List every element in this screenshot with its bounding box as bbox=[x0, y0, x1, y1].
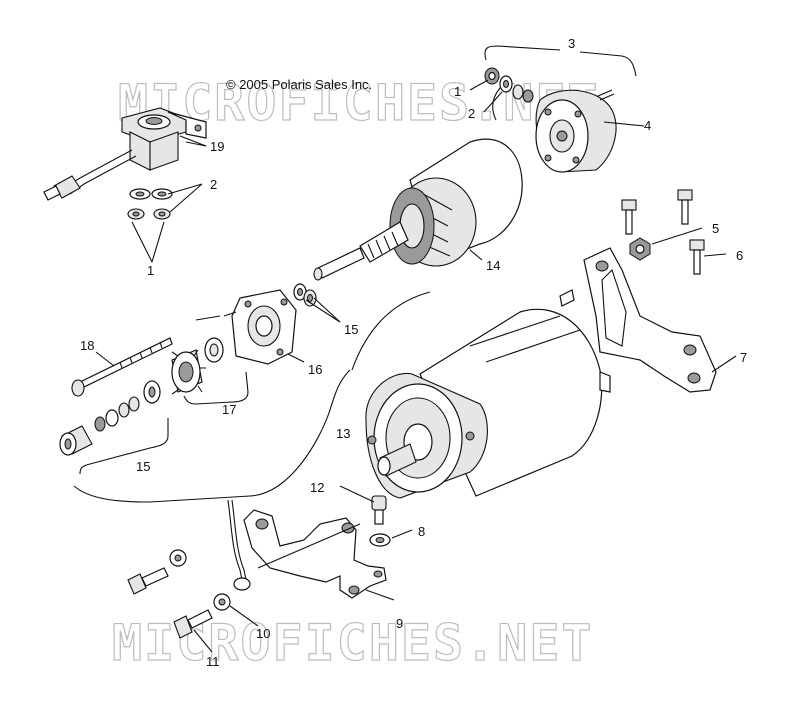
callout-17: 17 bbox=[222, 402, 236, 417]
part-18-through-bolt bbox=[71, 337, 173, 397]
part-13-starter-motor bbox=[365, 289, 611, 499]
callout-5: 5 bbox=[712, 221, 719, 236]
callout-14: 14 bbox=[486, 258, 500, 273]
part-14-armature bbox=[313, 138, 523, 281]
part-12-cap-screw bbox=[371, 495, 387, 525]
callout-3: 3 bbox=[568, 36, 575, 51]
part-15-lower-kit bbox=[59, 380, 161, 456]
callout-15-lower: 15 bbox=[136, 459, 150, 474]
part-9-lower-bracket bbox=[227, 499, 387, 599]
part-16-flange bbox=[231, 289, 297, 365]
callout-1-left: 1 bbox=[147, 263, 154, 278]
callout-6: 6 bbox=[736, 248, 743, 263]
callout-2-left: 2 bbox=[210, 177, 217, 192]
callout-8: 8 bbox=[418, 524, 425, 539]
callout-7: 7 bbox=[740, 350, 747, 365]
part-17-pinion bbox=[171, 337, 224, 395]
part-1-2-nuts-top bbox=[484, 67, 534, 121]
callout-13: 13 bbox=[336, 426, 350, 441]
group-bracket-lines bbox=[73, 45, 637, 503]
part-4-end-cover bbox=[535, 89, 617, 173]
callout-4: 4 bbox=[644, 118, 651, 133]
callout-12: 12 bbox=[310, 480, 324, 495]
part-11-bolts bbox=[127, 567, 213, 639]
callout-15-upper: 15 bbox=[344, 322, 358, 337]
copyright-notice: © 2005 Polaris Sales Inc. bbox=[226, 77, 372, 92]
part-5-nut bbox=[629, 237, 651, 261]
part-19-solenoid bbox=[43, 107, 207, 201]
callout-1-top: 1 bbox=[454, 84, 461, 99]
callout-16: 16 bbox=[308, 362, 322, 377]
callout-18: 18 bbox=[80, 338, 94, 353]
part-15-washers-upper bbox=[293, 283, 317, 307]
callout-10: 10 bbox=[256, 626, 270, 641]
callout-leaders bbox=[95, 79, 737, 653]
part-1-2-nuts-washers-left bbox=[127, 188, 173, 220]
callout-19: 19 bbox=[210, 139, 224, 154]
part-7-bracket bbox=[583, 247, 717, 393]
callout-2-top: 2 bbox=[468, 106, 475, 121]
callout-9: 9 bbox=[396, 616, 403, 631]
part-8-washer bbox=[369, 533, 391, 547]
part-10-washers bbox=[169, 549, 231, 611]
callout-labels: 3 1 2 4 19 2 1 14 5 6 18 15 16 7 17 13 1… bbox=[80, 36, 747, 669]
part-6-bolts bbox=[621, 189, 705, 275]
callout-11: 11 bbox=[206, 654, 220, 669]
